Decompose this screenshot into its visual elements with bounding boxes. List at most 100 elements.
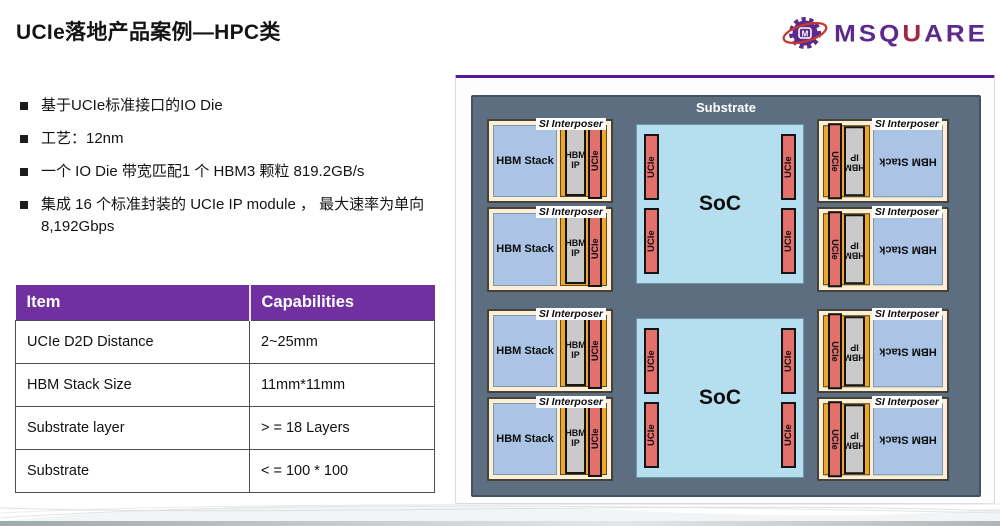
si-interposer-label: SI Interposer: [871, 307, 942, 320]
si-interposer-module: HBM Stack HBM IP UCIe SI Interposer: [817, 307, 949, 393]
soc-die: SoC UCIe UCIe UCIe UCIe: [636, 124, 804, 284]
ucie-module-block: UCIe: [828, 400, 842, 477]
ucie-module-block: UCIe: [588, 211, 602, 288]
si-interposer-label: SI Interposer: [871, 118, 942, 130]
logo-wordmark: MSQUARE: [834, 19, 988, 48]
si-interposer-module: HBM Stack HBM IP UCIe SI Interposer: [817, 395, 949, 481]
diagram-panel: Substrate HBM Stack HBM IP UCIe SI Inter…: [455, 75, 995, 504]
cell-item: Substrate layer: [15, 405, 250, 450]
interposer-io-block: HBM IP UCIe: [560, 123, 607, 200]
hbm-ip-block: HBM IP: [844, 214, 865, 285]
right-module-column: HBM Stack HBM IP UCIe SI Interposer HBM …: [817, 118, 949, 481]
substrate-block: Substrate HBM Stack HBM IP UCIe SI Inter…: [471, 95, 981, 497]
cell-capability: < = 100 * 100: [249, 448, 435, 493]
ucie-phy-strip: UCIe: [781, 328, 796, 394]
footer-gradient-band: [0, 521, 1000, 526]
logo-text-post: ARE: [924, 18, 988, 47]
cell-capability: 11mm*11mm: [249, 362, 435, 407]
hbm-stack-block: HBM Stack: [493, 213, 557, 286]
svg-text:M: M: [802, 30, 809, 39]
cell-item: Substrate: [15, 448, 250, 493]
cell-capability: > = 18 Layers: [249, 405, 435, 450]
ucie-module-block: UCIe: [588, 123, 602, 200]
si-interposer-label: SI Interposer: [535, 206, 606, 219]
ucie-module-block: UCIe: [588, 400, 602, 477]
square-bullet-icon: [20, 201, 28, 209]
interposer-io-block: HBM IP UCIe: [823, 312, 870, 389]
soc-column: SoC UCIe UCIe UCIe UCIe SoC UCIe UCIe UC…: [636, 124, 804, 478]
ucie-phy-strip: UCIe: [644, 402, 659, 468]
hbm-ip-block: HBM IP: [565, 403, 586, 474]
hbm-ip-block: HBM IP: [565, 315, 586, 386]
ucie-phy-strip: UCIe: [644, 328, 659, 394]
hbm-stack-block: HBM Stack: [873, 314, 943, 387]
footer-wave-decoration: [0, 503, 1000, 521]
ucie-module-block: UCIe: [828, 211, 842, 288]
module-content: HBM Stack HBM IP UCIe: [823, 312, 943, 389]
soc-die: SoC UCIe UCIe UCIe UCIe: [636, 318, 804, 478]
table-row: HBM Stack Size 11mm*11mm: [15, 362, 435, 407]
table-row: Substrate < = 100 * 100: [15, 448, 435, 493]
soc-gap: [636, 284, 804, 318]
interposer-io-block: HBM IP UCIe: [560, 312, 607, 389]
module-content: HBM Stack HBM IP UCIe: [493, 312, 607, 389]
ucie-phy-strip: UCIe: [644, 208, 659, 274]
company-logo: M MSQUARE: [782, 12, 988, 54]
module-content: HBM Stack HBM IP UCIe: [493, 123, 607, 200]
si-interposer-label: SI Interposer: [535, 118, 606, 130]
square-bullet-icon: [20, 168, 28, 176]
square-bullet-icon: [20, 135, 28, 143]
si-interposer-module: HBM Stack HBM IP UCIe SI Interposer: [487, 206, 613, 292]
bullet-list: 基于UCIe标准接口的IO Die 工艺：12nm 一个 IO Die 带宽匹配…: [18, 95, 452, 249]
si-interposer-module: HBM Stack HBM IP UCIe SI Interposer: [817, 206, 949, 292]
bullet-item: 集成 16 个标准封装的 UCIe IP module ， 最大速率为单向 8,…: [18, 194, 452, 238]
si-interposer-module: HBM Stack HBM IP UCIe SI Interposer: [487, 395, 613, 481]
si-interposer-label: SI Interposer: [871, 395, 942, 408]
hbm-stack-block: HBM Stack: [493, 402, 557, 475]
hbm-ip-block: HBM IP: [844, 126, 865, 197]
module-content: HBM Stack HBM IP UCIe: [493, 211, 607, 288]
si-interposer-module: HBM Stack HBM IP UCIe SI Interposer: [487, 307, 613, 393]
si-interposer-label: SI Interposer: [535, 395, 606, 408]
soc-label: SoC: [699, 192, 741, 215]
interposer-io-block: HBM IP UCIe: [560, 211, 607, 288]
interposer-io-block: HBM IP UCIe: [823, 123, 870, 200]
ucie-phy-strip: UCIe: [781, 134, 796, 200]
cell-capability: 2~25mm: [249, 319, 435, 364]
module-content: HBM Stack HBM IP UCIe: [823, 400, 943, 477]
ucie-module-block: UCIe: [828, 312, 842, 389]
logo-text-mid: U: [902, 18, 925, 47]
module-content: HBM Stack HBM IP UCIe: [493, 400, 607, 477]
module-content: HBM Stack HBM IP UCIe: [823, 123, 943, 200]
hbm-ip-block: HBM IP: [844, 315, 865, 386]
bullet-text: 工艺：12nm: [41, 130, 124, 147]
hbm-stack-block: HBM Stack: [493, 314, 557, 387]
square-bullet-icon: [20, 102, 28, 110]
interposer-io-block: HBM IP UCIe: [823, 400, 870, 477]
table-row: UCIe D2D Distance 2~25mm: [15, 319, 435, 364]
ucie-phy-strip: UCIe: [781, 208, 796, 274]
si-interposer-module: HBM Stack HBM IP UCIe SI Interposer: [817, 118, 949, 204]
cell-item: UCIe D2D Distance: [15, 319, 250, 364]
si-interposer-label: SI Interposer: [871, 206, 942, 219]
hbm-ip-block: HBM IP: [565, 214, 586, 285]
interposer-io-block: HBM IP UCIe: [560, 400, 607, 477]
capabilities-table: Item Capabilities UCIe D2D Distance 2~25…: [15, 285, 435, 493]
col-header-capabilities: Capabilities: [249, 285, 435, 320]
bullet-text: 集成 16 个标准封装的 UCIe IP module ， 最大速率为单向 8,…: [41, 196, 425, 235]
table-row: Substrate layer > = 18 Layers: [15, 405, 435, 450]
cell-item: HBM Stack Size: [15, 362, 250, 407]
interposer-io-block: HBM IP UCIe: [823, 211, 870, 288]
hbm-stack-block: HBM Stack: [873, 402, 943, 475]
hbm-stack-block: HBM Stack: [873, 125, 943, 198]
hbm-stack-block: HBM Stack: [493, 125, 557, 198]
ucie-module-block: UCIe: [588, 312, 602, 389]
hbm-ip-block: HBM IP: [565, 126, 586, 197]
bullet-text: 基于UCIe标准接口的IO Die: [41, 97, 223, 114]
logo-text-pre: MSQ: [834, 18, 903, 47]
hbm-ip-block: HBM IP: [844, 403, 865, 474]
si-interposer-module: HBM Stack HBM IP UCIe SI Interposer: [487, 118, 613, 204]
msquare-globe-gear-icon: M: [782, 17, 828, 49]
bullet-item: 基于UCIe标准接口的IO Die: [18, 95, 452, 117]
hbm-stack-block: HBM Stack: [873, 213, 943, 286]
